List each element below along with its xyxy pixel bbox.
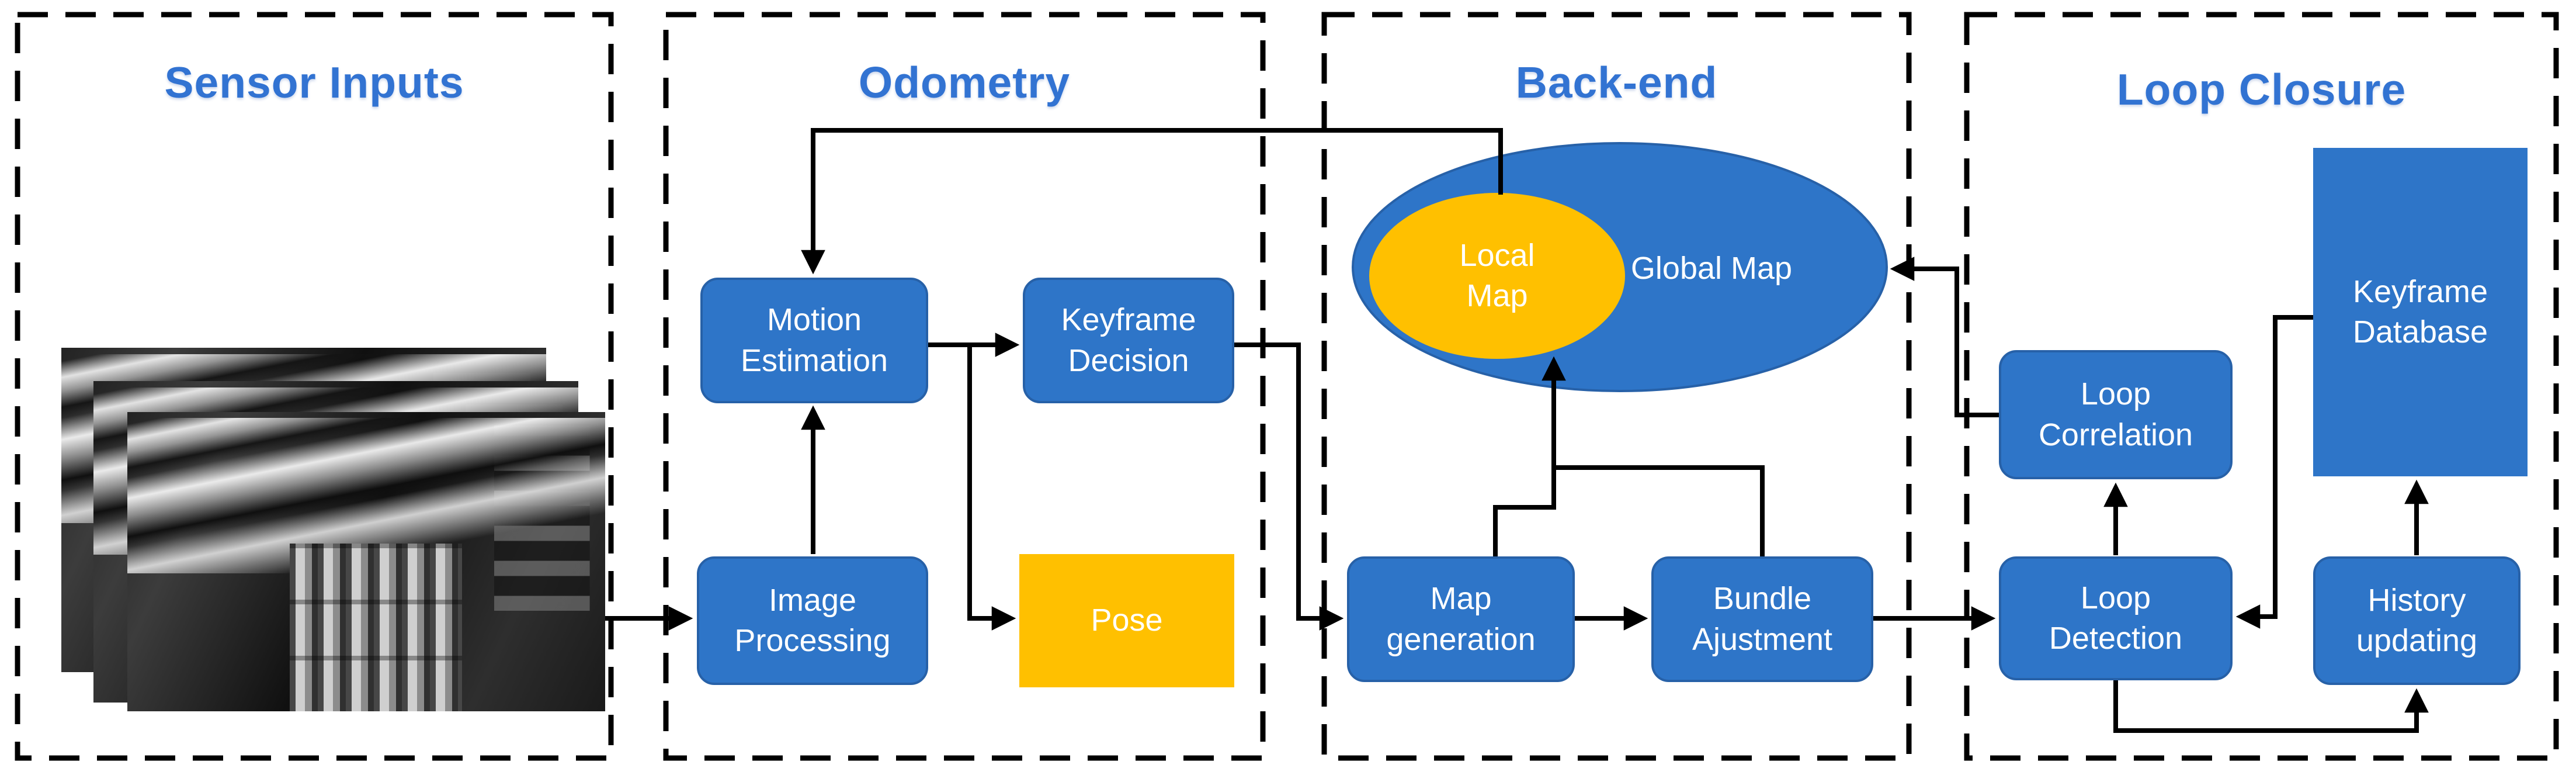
arrow-loop-detection-to-history-updating: [2113, 680, 2429, 733]
arrow-branch-to-pose: [967, 345, 1016, 631]
local-map-ellipse: [1369, 193, 1625, 359]
node-map-generation: Map generation: [1347, 556, 1575, 682]
node-pose: Pose: [1019, 554, 1234, 687]
node-motion-estimation: Motion Estimation: [700, 278, 928, 403]
node-loop-detection: Loop Detection: [1999, 556, 2233, 680]
section-border-sensor-inputs: [15, 12, 614, 761]
section-title-sensor-inputs: Sensor Inputs: [164, 58, 464, 107]
arrow-loop-correlation-to-global-map: [1890, 257, 1999, 417]
node-history-updating: History updating: [2313, 556, 2521, 685]
section-border-back-end: [1321, 12, 1912, 761]
node-keyframe-decision: Keyframe Decision: [1023, 278, 1234, 403]
arrow-keyframe-database-to-loop-detection: [2235, 315, 2313, 629]
arrow-keyframe-decision-to-map-generation: [1234, 342, 1344, 631]
section-border-odometry: [663, 12, 1266, 761]
label-local-map: Local Map: [1459, 237, 1535, 313]
node-loop-correlation: Loop Correlation: [1999, 350, 2233, 479]
line-bundle-adjustment-to-local-map-join: [1556, 465, 1765, 556]
section-title-back-end: Back-end: [1515, 58, 1718, 107]
label-global-map: Global Map: [1630, 251, 1793, 286]
section-title-loop-closure: Loop Closure: [2116, 65, 2407, 114]
node-image-processing: Image Processing: [697, 556, 928, 685]
node-keyframe-database: Keyframe Database: [2313, 148, 2528, 476]
arrow-map-generation-to-local-map: [1493, 356, 1566, 556]
section-border-loop-closure: [1964, 12, 2559, 761]
section-title-odometry: Odometry: [858, 58, 1071, 107]
arrow-local-map-to-motion-estimation-feedback: [801, 128, 1503, 275]
sensor-photo-front: [127, 412, 605, 711]
node-bundle-adjustment: Bundle Ajustment: [1651, 556, 1873, 682]
